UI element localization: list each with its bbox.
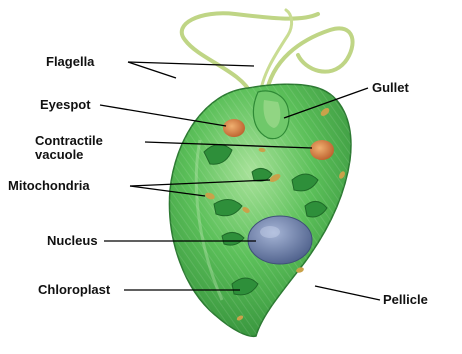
leader-flagella-1	[128, 62, 176, 78]
label-eyespot: Eyespot	[40, 98, 91, 112]
label-contractile-vacuole-line1: Contractile	[35, 134, 125, 148]
eyespot	[223, 119, 245, 137]
label-contractile-vacuole-line2: vacuole	[35, 148, 125, 162]
leader-pellicle	[315, 286, 380, 300]
label-gullet: Gullet	[372, 81, 409, 95]
label-pellicle: Pellicle	[383, 293, 428, 307]
leader-flagella-2	[128, 62, 254, 66]
flagella-group	[182, 10, 353, 96]
label-nucleus: Nucleus	[47, 234, 98, 248]
nucleolus-highlight	[260, 226, 280, 238]
label-contractile-vacuole: Contractile vacuole	[35, 134, 125, 162]
nucleus	[248, 216, 312, 264]
label-chloroplast: Chloroplast	[38, 283, 110, 297]
label-flagella: Flagella	[46, 55, 94, 69]
cell-body-group	[169, 84, 350, 336]
label-mitochondria: Mitochondria	[8, 179, 90, 193]
contractile-vacuole	[310, 140, 334, 160]
